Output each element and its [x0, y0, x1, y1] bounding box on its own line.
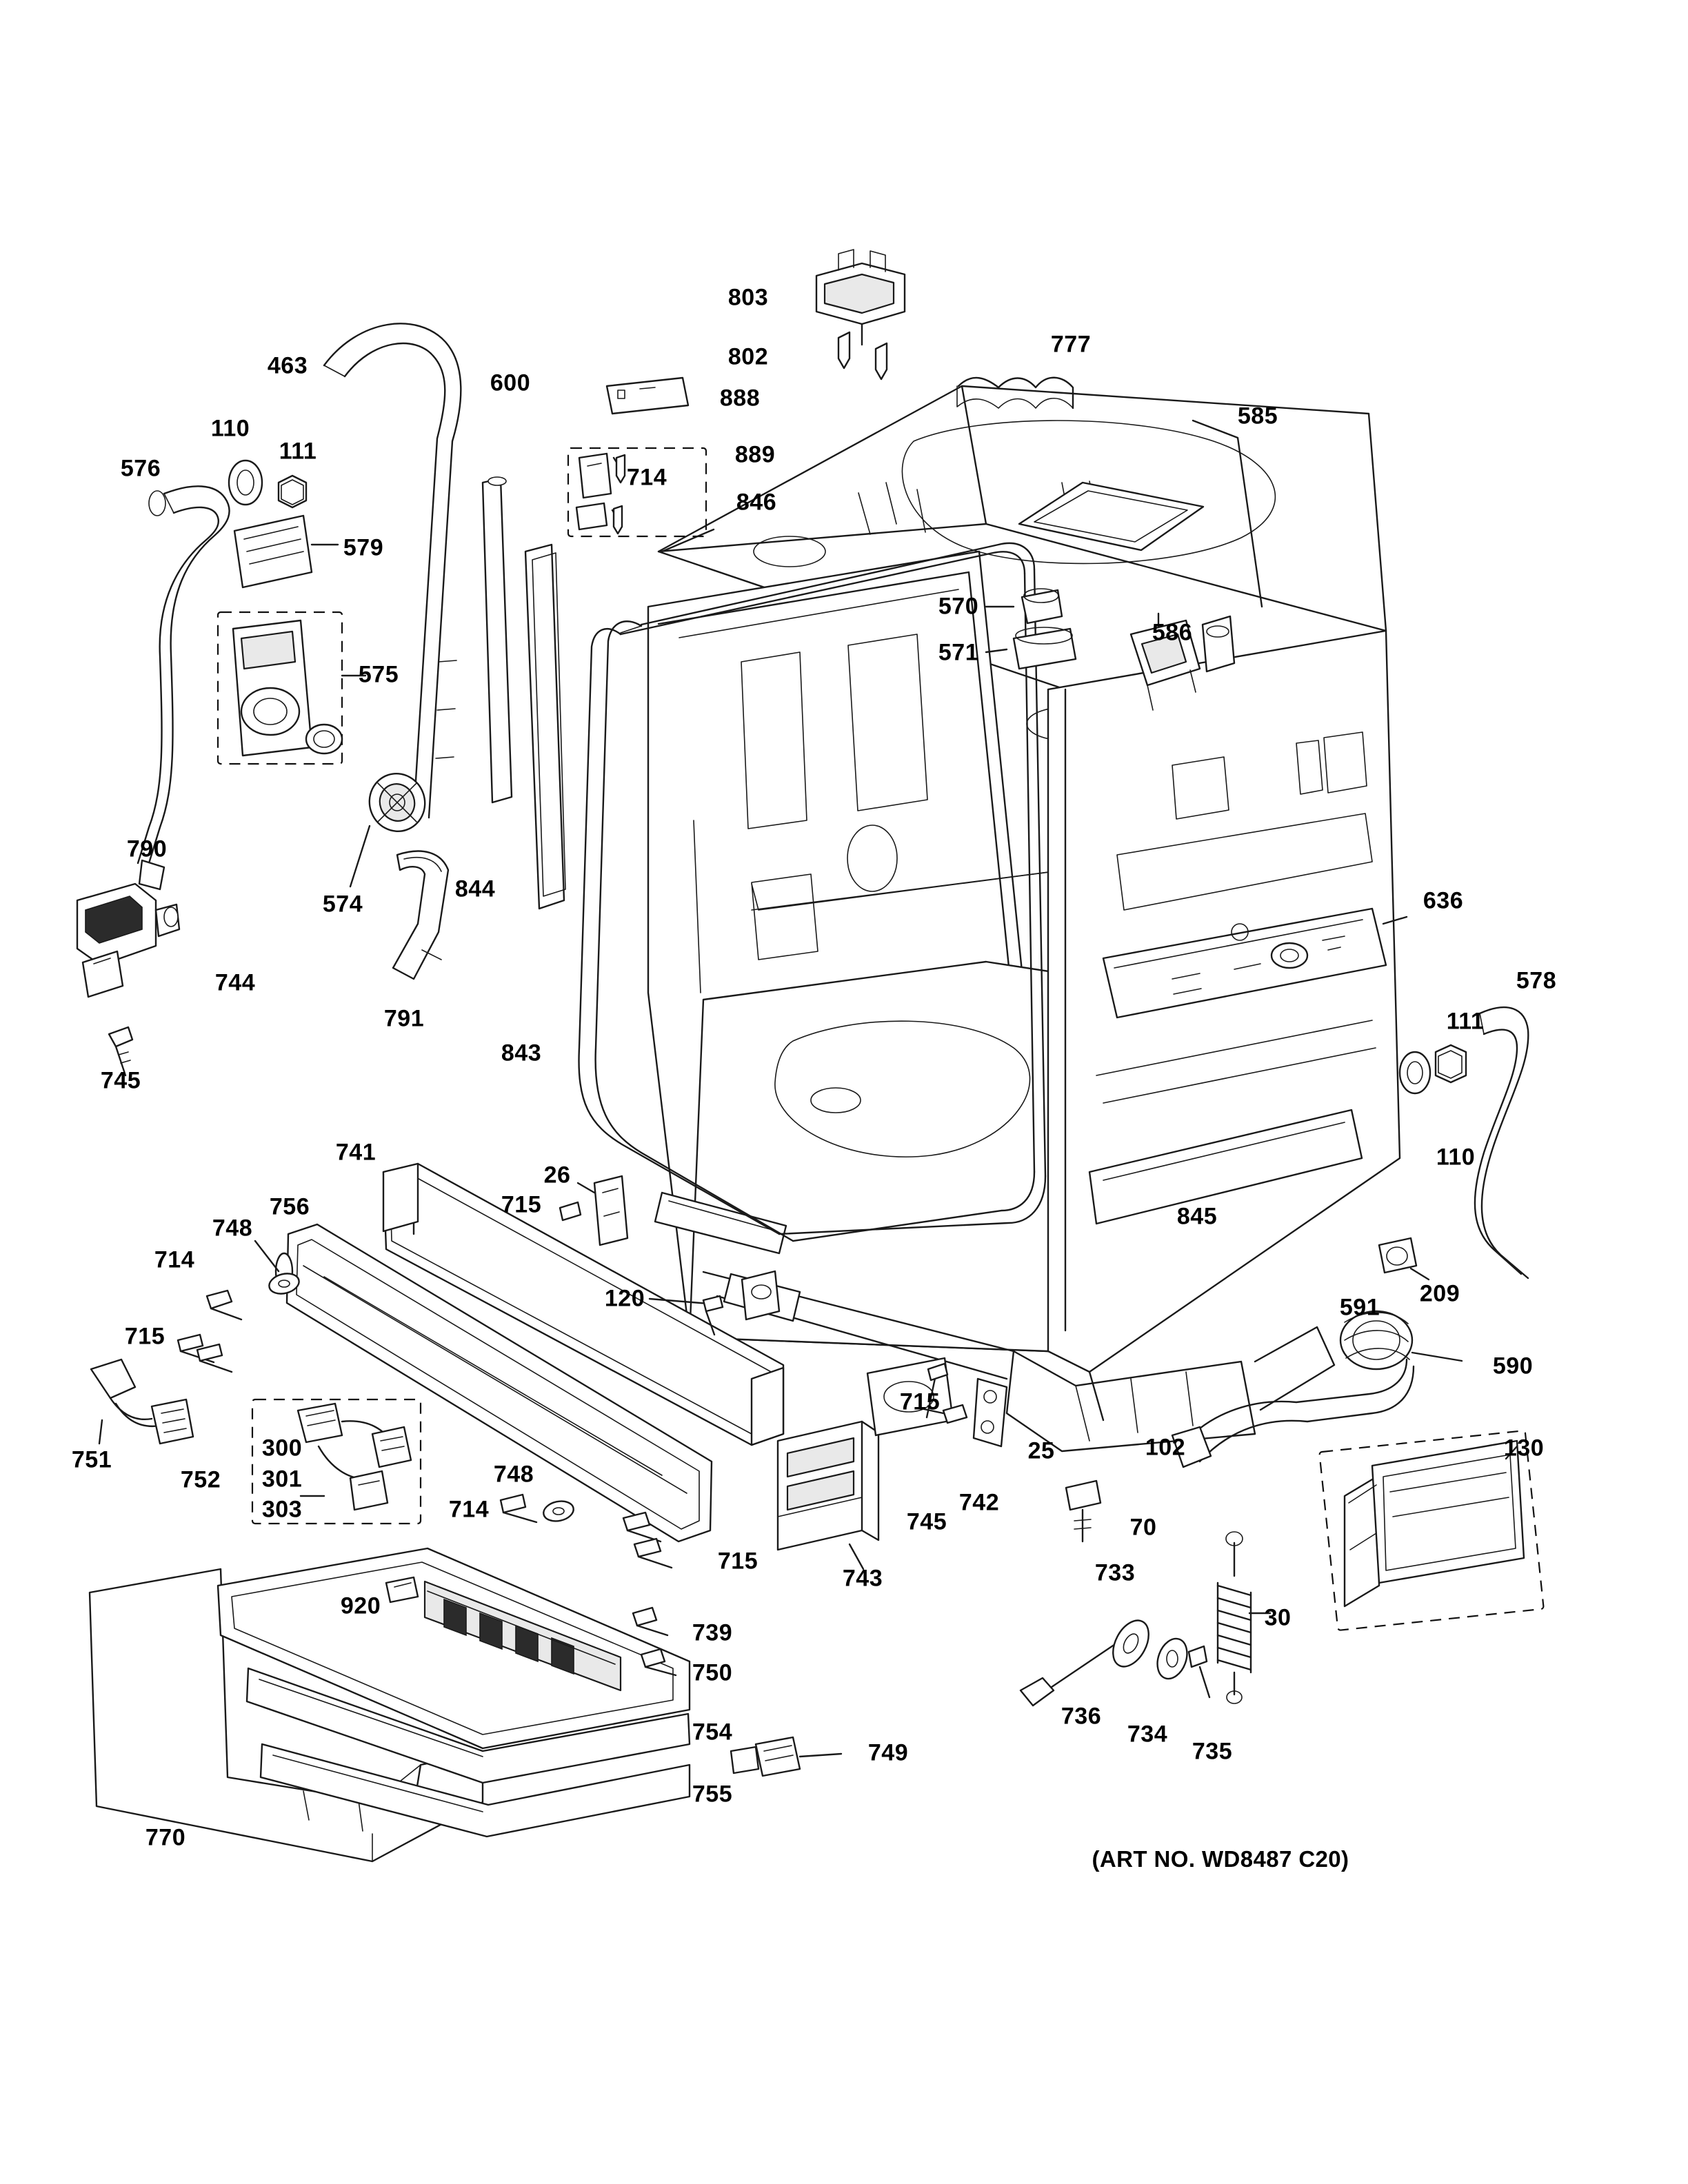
callout-770: 770: [145, 1824, 186, 1851]
outlet-hose-578: [1378, 1006, 1529, 1281]
callout-735: 735: [1192, 1738, 1233, 1765]
control-module-743: [776, 1420, 880, 1570]
callout-745: 745: [100, 1067, 141, 1094]
fill-funnel-570-571: [985, 588, 1077, 670]
callout-600: 600: [490, 370, 531, 396]
callout-754: 754: [692, 1719, 733, 1746]
callout-715: 715: [124, 1323, 165, 1350]
door-panel-assembly: [177, 1162, 785, 1569]
callout-714: 714: [448, 1496, 490, 1523]
callout-110: 110: [1436, 1144, 1476, 1171]
callout-111: 111: [279, 438, 317, 465]
callout-570: 570: [938, 593, 979, 620]
callout-756: 756: [269, 1193, 310, 1220]
pulley-574: [349, 772, 426, 888]
callout-571: 571: [938, 639, 979, 666]
callout-889: 889: [734, 441, 776, 468]
callout-120: 120: [604, 1285, 645, 1312]
callout-636: 636: [1423, 887, 1464, 914]
callout-590: 590: [1492, 1353, 1534, 1379]
callout-102: 102: [1145, 1434, 1186, 1461]
callout-591: 591: [1339, 1294, 1380, 1321]
callout-586: 586: [1152, 619, 1193, 646]
callout-715: 715: [501, 1191, 542, 1218]
callout-744: 744: [214, 969, 256, 996]
tube-600: [481, 476, 513, 804]
callout-777: 777: [1050, 331, 1092, 358]
inlet-hose-576: [137, 459, 308, 891]
callout-845: 845: [1176, 1203, 1218, 1230]
module-130: [1318, 1430, 1545, 1631]
callout-791: 791: [383, 1005, 425, 1032]
callout-463: 463: [267, 352, 308, 379]
spring-and-pulley-kit: [1019, 1531, 1272, 1707]
callout-846: 846: [736, 489, 777, 516]
callout-70: 70: [1129, 1514, 1157, 1541]
callout-209: 209: [1419, 1280, 1460, 1307]
callout-843: 843: [501, 1040, 542, 1066]
callout-802: 802: [727, 343, 769, 370]
callout-748: 748: [493, 1461, 534, 1488]
callout-752: 752: [180, 1466, 221, 1493]
console-636: [1102, 907, 1408, 1019]
callout-30: 30: [1264, 1604, 1292, 1631]
control-board-assembly: [88, 1547, 843, 1863]
callout-751: 751: [71, 1446, 112, 1473]
callout-578: 578: [1516, 967, 1557, 994]
tub-assembly: [647, 376, 1401, 1453]
callout-733: 733: [1094, 1559, 1136, 1586]
door-gasket: [524, 528, 1047, 1242]
callout-300: 300: [261, 1435, 303, 1462]
callout-844: 844: [454, 876, 496, 902]
callout-714: 714: [154, 1246, 195, 1273]
callout-734: 734: [1127, 1721, 1168, 1748]
callout-585: 585: [1237, 403, 1278, 429]
callout-26: 26: [543, 1162, 571, 1189]
callout-714: 714: [626, 464, 667, 491]
callout-745: 745: [906, 1508, 947, 1535]
callout-803: 803: [727, 284, 769, 311]
callout-888: 888: [719, 385, 761, 412]
callout-110: 110: [210, 415, 250, 442]
door-switch: [815, 249, 906, 381]
valve-group: [217, 514, 367, 765]
wire-harness-300-301-303: [251, 1398, 422, 1525]
callout-743: 743: [842, 1565, 883, 1592]
elbow-791: [392, 850, 450, 980]
drain-hose-463: [323, 323, 462, 819]
callout-574: 574: [322, 891, 363, 918]
latch-bracket-group: [567, 376, 707, 538]
wire-harness-751: [90, 1358, 194, 1445]
callout-748: 748: [212, 1215, 253, 1242]
callout-301: 301: [261, 1466, 303, 1493]
callout-715: 715: [717, 1548, 758, 1575]
callout-755: 755: [692, 1781, 733, 1808]
water-valve-744: [76, 882, 181, 1077]
bracket-586: [1129, 612, 1236, 711]
callout-715: 715: [899, 1388, 941, 1415]
mount-brackets: [559, 1175, 968, 1424]
callout-303: 303: [261, 1496, 303, 1523]
callout-741: 741: [335, 1139, 376, 1166]
callout-736: 736: [1061, 1703, 1102, 1730]
plate-742: [866, 1357, 954, 1437]
callout-750: 750: [692, 1659, 733, 1686]
callout-920: 920: [340, 1593, 381, 1619]
art-number-label: (ART NO. WD8487 C20): [1092, 1846, 1349, 1872]
leveler-70: [1065, 1479, 1102, 1543]
callout-130: 130: [1503, 1435, 1545, 1462]
callout-575: 575: [358, 661, 399, 688]
callout-579: 579: [343, 534, 384, 561]
callout-790: 790: [126, 836, 168, 862]
callout-25: 25: [1027, 1437, 1055, 1464]
callout-742: 742: [958, 1489, 1000, 1516]
sump-hose-591-590: [1171, 1310, 1463, 1468]
callout-749: 749: [867, 1739, 909, 1766]
callout-111: 111: [1446, 1008, 1485, 1035]
callout-576: 576: [120, 455, 161, 482]
callout-739: 739: [692, 1619, 733, 1646]
